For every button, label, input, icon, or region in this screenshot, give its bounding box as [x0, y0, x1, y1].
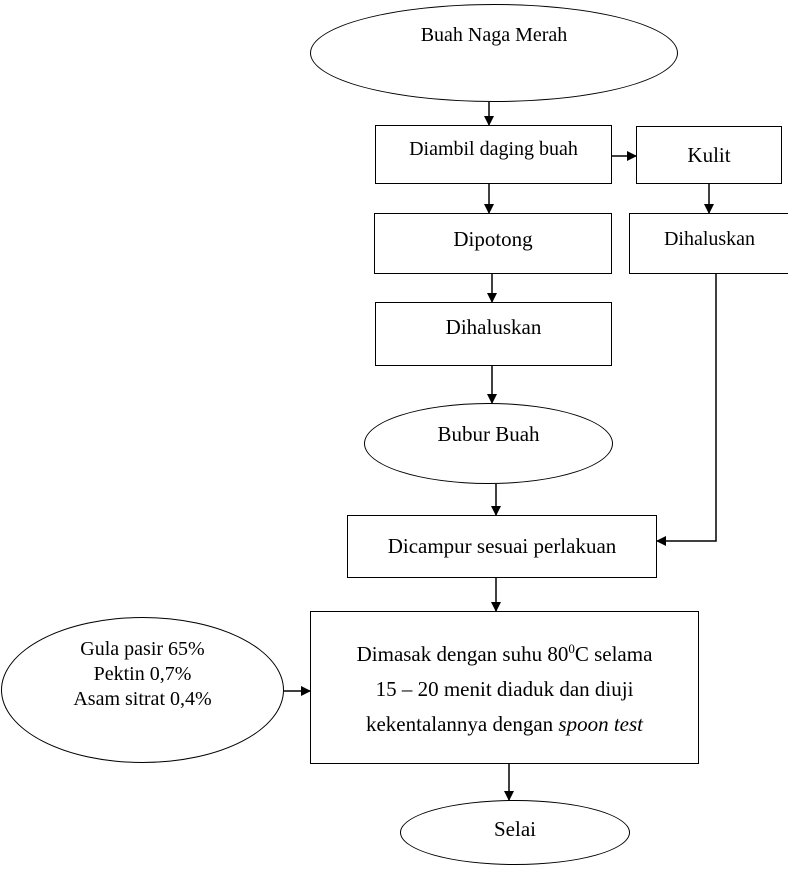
node-dimasak-line2: 15 – 20 menit diaduk dan diuji	[375, 677, 634, 701]
node-bubur-buah-label: Bubur Buah	[437, 422, 540, 446]
node-bahan-tambahan: Gula pasir 65% Pektin 0,7% Asam sitrat 0…	[1, 617, 284, 763]
node-selai-label: Selai	[494, 817, 536, 841]
dimasak-degree-sup: 0	[568, 641, 575, 656]
dimasak-line1-text: Dimasak dengan suhu 80	[356, 642, 569, 666]
dimasak-spoon-test: spoon test	[558, 712, 643, 736]
node-dihaluskan-daging-label: Dihaluskan	[445, 314, 542, 339]
node-diambil-daging-buah: Diambil daging buah	[375, 125, 612, 184]
bahan-gula-pasir: Gula pasir 65%	[80, 637, 205, 660]
node-dimasak: Dimasak dengan suhu 800C selama 15 – 20 …	[310, 611, 699, 764]
bahan-asam-sitrat: Asam sitrat 0,4%	[73, 687, 212, 710]
arrow-kulit-dihaluskan-to-dicampur	[656, 274, 717, 546]
node-bubur-buah: Bubur Buah	[364, 403, 613, 484]
node-dihaluskan-daging: Dihaluskan	[375, 302, 612, 366]
node-buah-naga-merah-label: Buah Naga Merah	[420, 23, 568, 46]
dimasak-line1-post: C selama	[574, 642, 653, 666]
node-kulit-label: Kulit	[687, 142, 731, 167]
node-buah-naga-merah: Buah Naga Merah	[310, 4, 678, 102]
node-selai: Selai	[400, 800, 630, 865]
node-dipotong: Dipotong	[374, 213, 612, 274]
bahan-pektin: Pektin 0,7%	[93, 662, 192, 685]
node-kulit: Kulit	[636, 126, 782, 184]
node-diambil-daging-buah-label: Diambil daging buah	[409, 138, 578, 160]
node-dimasak-line3: kekentalannya dengan spoon test	[366, 714, 643, 735]
node-dicampur: Dicampur sesuai perlakuan	[347, 515, 657, 578]
node-dicampur-label: Dicampur sesuai perlakuan	[387, 534, 617, 558]
dimasak-line3-text: kekentalannya dengan	[365, 712, 559, 736]
node-dihaluskan-kulit-label: Dihaluskan	[663, 228, 756, 250]
node-dimasak-line1: Dimasak dengan suhu 800C selama	[356, 641, 653, 666]
node-dihaluskan-kulit: Dihaluskan	[629, 213, 788, 274]
node-dipotong-label: Dipotong	[453, 227, 533, 251]
